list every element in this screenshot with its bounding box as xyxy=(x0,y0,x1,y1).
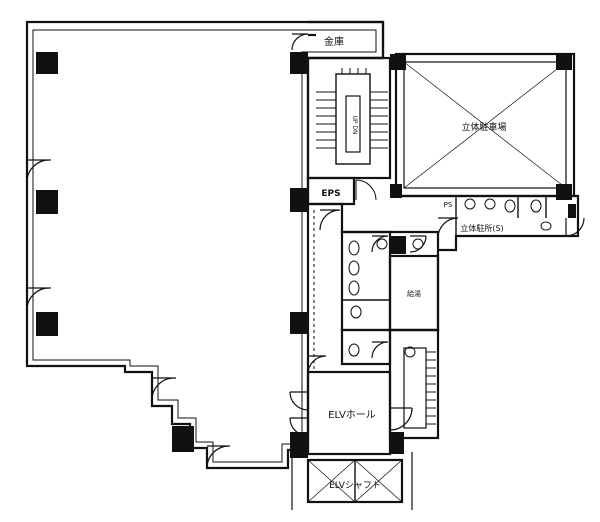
door-left-1 xyxy=(26,159,51,183)
corridor-wall xyxy=(308,202,440,332)
column xyxy=(390,432,404,454)
label-ps: PS xyxy=(444,201,453,209)
door-shower xyxy=(437,217,459,239)
parking-inner xyxy=(403,61,567,189)
label-parking: 立体駐車場 xyxy=(461,121,506,133)
stair-treads-lower xyxy=(426,351,436,425)
toilet-fixture xyxy=(348,280,360,296)
toilet-fixture xyxy=(504,199,516,213)
ely-shaft-x2 xyxy=(307,459,356,503)
column xyxy=(556,54,572,70)
storage-room xyxy=(308,20,385,60)
parking-diagonal-2 xyxy=(403,61,567,189)
door-wash xyxy=(371,341,389,359)
column xyxy=(36,312,58,336)
toilet-fixture xyxy=(350,305,362,319)
door-right-end xyxy=(565,217,585,237)
office-outer-wall xyxy=(25,20,385,470)
basin-fixture xyxy=(464,198,476,210)
fixtures xyxy=(348,198,552,358)
door-toilet-1 xyxy=(371,235,389,253)
column xyxy=(36,52,58,74)
column xyxy=(290,52,308,74)
door-storage xyxy=(291,33,309,51)
basin-fixture xyxy=(376,238,388,250)
basin-fixture xyxy=(484,198,496,210)
label-ely-shaft: ELVシャフト xyxy=(329,481,381,491)
column xyxy=(290,432,308,458)
stair-core xyxy=(306,56,392,180)
toilet-fixture xyxy=(530,199,542,213)
toilet-fixture xyxy=(348,240,360,256)
label-kitchen: 給湯 xyxy=(407,289,421,298)
column xyxy=(390,54,406,70)
door-hall-right xyxy=(389,407,413,431)
toilet-fixture xyxy=(348,260,360,276)
stair-well xyxy=(335,73,371,165)
column xyxy=(556,184,572,200)
door-eps xyxy=(355,179,377,201)
column xyxy=(568,204,576,218)
column xyxy=(36,190,58,214)
column xyxy=(390,236,406,254)
stair-2-well xyxy=(403,347,427,429)
office-inner-wall xyxy=(32,29,377,463)
label-ely-hall: ELVホール xyxy=(328,409,376,421)
door-hall-left xyxy=(307,355,327,375)
ely-hall-room xyxy=(306,370,392,456)
basin-fixture xyxy=(540,221,552,231)
columns xyxy=(36,52,576,458)
column xyxy=(290,188,308,212)
label-updown: UP DN xyxy=(351,115,358,134)
door-left-2 xyxy=(26,287,51,311)
door-toilet-2 xyxy=(409,235,427,253)
label-shower: 立体駐所(S) xyxy=(460,223,503,233)
toilet-fixture xyxy=(348,343,360,357)
basin-fixture xyxy=(412,238,424,250)
stair-rail xyxy=(345,95,361,153)
label-storage: 金庫 xyxy=(324,35,344,48)
door-bottom-left xyxy=(151,377,176,401)
column xyxy=(390,184,402,198)
sink-fixture xyxy=(404,346,416,358)
ely-shaft-x4 xyxy=(354,459,403,503)
column xyxy=(172,426,194,452)
toilet-strip-wall xyxy=(396,194,580,252)
stair-treads-upper xyxy=(316,68,388,149)
door-bottom-center xyxy=(206,445,230,469)
door-ely-left-1 xyxy=(289,391,309,411)
label-eps: EPS xyxy=(321,189,340,199)
column xyxy=(290,312,308,334)
door-corridor xyxy=(319,209,341,231)
